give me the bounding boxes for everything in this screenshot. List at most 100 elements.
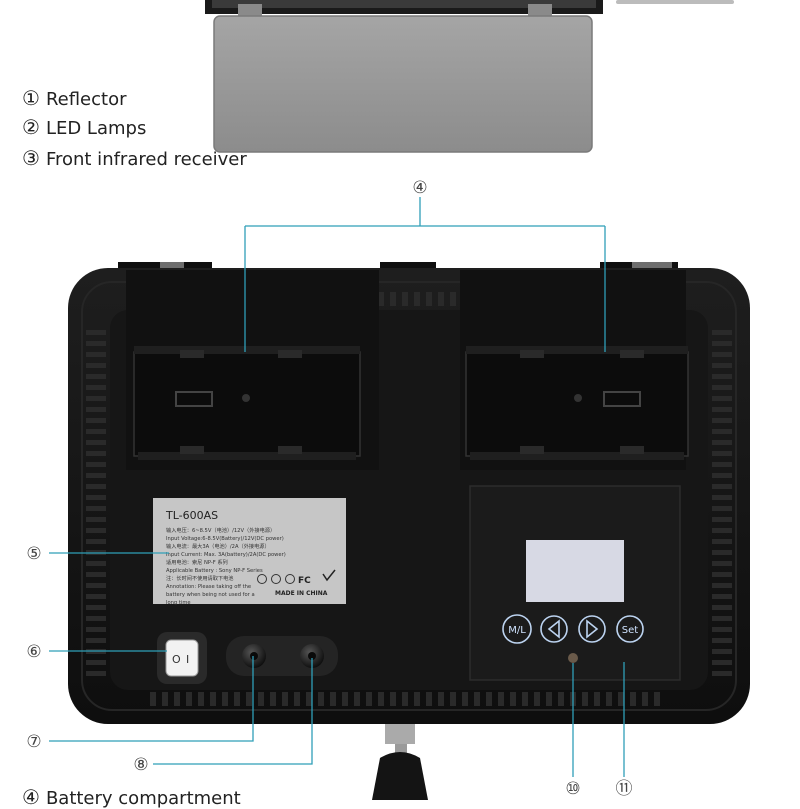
cooling-rib: [86, 352, 106, 357]
cooling-rib: [712, 638, 732, 643]
cooling-rib: [630, 692, 636, 706]
cooling-rib: [354, 692, 360, 706]
label-line: 注：长时间不使用请取下电池: [166, 574, 233, 582]
legend-text: LED Lamps: [45, 118, 147, 139]
cooling-rib: [522, 692, 528, 706]
callout-5: ⑤: [26, 544, 41, 564]
cooling-rib: [712, 539, 732, 544]
cooling-rib: [86, 506, 106, 511]
cooling-rib: [378, 292, 384, 306]
cooling-rib: [498, 692, 504, 706]
ml-button[interactable]: [502, 614, 532, 644]
cooling-rib: [474, 692, 480, 706]
label-line: long time: [166, 600, 191, 606]
cooling-rib: [390, 692, 396, 706]
cooling-rib: [270, 692, 276, 706]
cooling-rib: [86, 440, 106, 445]
cooling-rib: [86, 517, 106, 522]
cooling-rib: [462, 692, 468, 706]
cooling-rib: [222, 692, 228, 706]
callout-7: ⑦: [26, 732, 41, 752]
cooling-rib: [378, 692, 384, 706]
left-arrow-icon: [547, 619, 560, 639]
cooling-rib: [86, 605, 106, 610]
cooling-rib: [712, 528, 732, 533]
cooling-rib: [712, 660, 732, 665]
cooling-rib: [438, 292, 444, 306]
set-button[interactable]: [616, 615, 644, 643]
cooling-rib: [86, 473, 106, 478]
cooling-rib: [86, 385, 106, 390]
callout-10: ⑩: [565, 779, 580, 799]
port-panel: [226, 636, 338, 676]
cooling-rib: [712, 352, 732, 357]
cooling-rib: [712, 594, 732, 599]
cooling-rib: [86, 374, 106, 379]
cooling-rib: [654, 692, 660, 706]
right-button[interactable]: [578, 615, 606, 643]
cooling-rib: [712, 550, 732, 555]
cooling-rib: [318, 692, 324, 706]
cooling-rib: [426, 692, 432, 706]
switch-on-label: I: [186, 653, 189, 666]
cooling-rib: [712, 616, 732, 621]
label-line: 适用电池：索尼 NP-F 系列: [166, 558, 228, 566]
right-arrow-icon: [586, 619, 599, 639]
cooling-rib: [712, 517, 732, 522]
label-line: battery when being not used for a: [166, 592, 255, 598]
cooling-rib: [86, 594, 106, 599]
callout-11: ⑪: [616, 779, 633, 799]
legend-number: ①: [22, 86, 40, 110]
cooling-rib: [618, 692, 624, 706]
cooling-rib: [642, 692, 648, 706]
infrared-receiver: [568, 653, 578, 663]
cooling-rib: [86, 561, 106, 566]
cooling-rib: [174, 692, 180, 706]
lcd-display: [526, 540, 624, 602]
cooling-rib: [414, 692, 420, 706]
callout-4: ④: [412, 178, 427, 198]
cooling-rib: [712, 451, 732, 456]
cooling-rib: [450, 692, 456, 706]
cooling-rib: [86, 495, 106, 500]
cooling-rib: [86, 341, 106, 346]
cooling-rib: [86, 616, 106, 621]
cooling-rib: [150, 692, 156, 706]
cooling-rib: [390, 292, 396, 306]
cooling-rib: [86, 429, 106, 434]
cooling-rib: [306, 692, 312, 706]
cooling-rib: [712, 627, 732, 632]
cooling-rib: [426, 292, 432, 306]
made-in-china: MADE IN CHINA: [275, 590, 328, 597]
cooling-rib: [558, 692, 564, 706]
label-model: TL-600AS: [165, 509, 218, 522]
cooling-rib: [210, 692, 216, 706]
cooling-rib: [712, 374, 732, 379]
cooling-rib: [510, 692, 516, 706]
battery-compartment-right: [460, 270, 689, 470]
ml-button-label: M/L: [508, 625, 526, 636]
mount: [372, 724, 428, 800]
set-button-label: Set: [622, 625, 639, 636]
label-line: Input Current: Max. 3A(battery)/2A(DC po…: [166, 552, 286, 558]
callout-6: ⑥: [26, 642, 41, 662]
cooling-rib: [258, 692, 264, 706]
cooling-rib: [86, 572, 106, 577]
cooling-rib: [712, 473, 732, 478]
cooling-rib: [86, 407, 106, 412]
power-switch[interactable]: O I: [157, 632, 207, 684]
cooling-rib: [712, 407, 732, 412]
cooling-rib: [186, 692, 192, 706]
cooling-rib: [86, 484, 106, 489]
legend-number: ③: [22, 146, 40, 170]
cooling-rib: [86, 627, 106, 632]
callout-numbers: ④ ⑤ ⑥ ⑦ ⑧ ⑩ ⑪: [26, 178, 632, 799]
left-button[interactable]: [540, 615, 568, 643]
spec-label: TL-600AS 输入电压：6~8.5V（电池）/12V（外接电源） Input…: [153, 498, 346, 606]
cooling-rib: [86, 451, 106, 456]
battery-compartment-left: [126, 270, 379, 470]
cooling-rib: [712, 484, 732, 489]
